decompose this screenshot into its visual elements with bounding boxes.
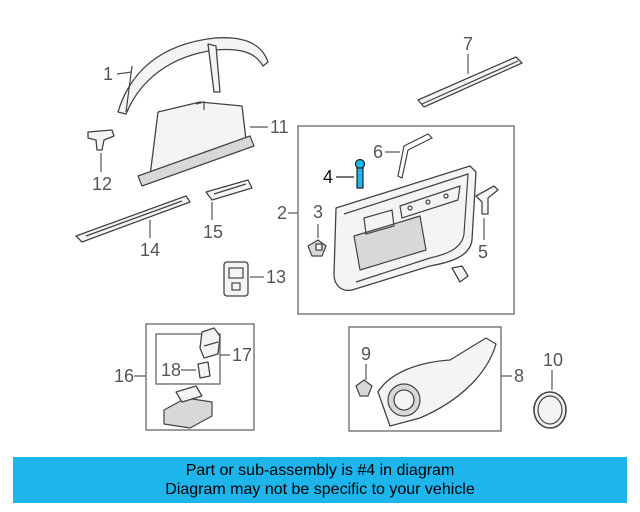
group-box-2 [297,125,515,315]
door-trim-panel [333,165,477,292]
svg-text:9: 9 [361,344,371,364]
svg-text:17: 17 [232,345,252,365]
part-10-ring [533,391,567,429]
banner-line-2: Diagram may not be specific to your vehi… [165,481,475,498]
part-3-fastener [307,239,327,257]
part-12-clip [87,129,115,151]
part-11-sunshade [137,101,255,187]
part-4-highlighted [354,158,366,189]
callout-17: 17 [220,345,252,365]
panel-screw [451,265,469,283]
group-box-16 [145,323,255,431]
callout-1: 1 [103,64,133,84]
svg-text:14: 14 [140,240,160,260]
callout-8: 8 [501,366,524,386]
svg-text:1: 1 [103,64,113,84]
callout-16: 16 [114,366,146,386]
callout-18: 18 [161,360,196,380]
svg-text:6: 6 [373,142,383,162]
callout-6: 6 [373,142,400,162]
info-banner: Part or sub-assembly is #4 in diagram Di… [13,457,627,503]
callout-11: 11 [250,117,289,137]
svg-text:4: 4 [323,167,333,187]
part-14-sill-trim [75,195,191,243]
callout-4: 4 [323,167,354,187]
part-16-lamp-housing [163,385,213,429]
callout-7: 7 [463,34,473,74]
part-1-window-moulding [117,37,269,115]
part-7-belt-moulding [417,56,523,108]
svg-text:3: 3 [313,202,323,222]
callout-5: 5 [478,218,488,262]
callout-14: 14 [140,220,160,260]
svg-text:11: 11 [270,117,289,137]
part-13-window-switch [223,261,249,297]
svg-text:16: 16 [114,366,134,386]
callout-12: 12 [92,153,112,194]
callout-9: 9 [361,344,371,380]
part-8-speaker-cover [377,337,497,427]
callout-13: 13 [250,267,286,287]
group-box-8 [348,326,502,432]
svg-text:8: 8 [514,366,524,386]
svg-text:13: 13 [266,267,286,287]
banner-line-1: Part or sub-assembly is #4 in diagram [185,462,455,479]
svg-text:15: 15 [203,222,223,242]
svg-text:5: 5 [478,242,488,262]
svg-text:7: 7 [463,34,473,54]
part-9-fastener [355,379,373,397]
part-6-rod [397,133,434,179]
parts-diagram: 1 7 11 12 14 15 [75,34,567,432]
svg-text:2: 2 [277,203,287,223]
callout-2: 2 [277,203,298,223]
callout-10: 10 [543,350,563,390]
part-18-bulb [197,361,211,379]
part-5-bracket [475,185,499,215]
svg-text:10: 10 [543,350,563,370]
part-15-trim-piece [205,179,253,201]
callout-3: 3 [313,202,323,238]
callout-15: 15 [203,202,223,242]
group-box-17 [155,333,221,385]
svg-text:18: 18 [161,360,181,380]
part-17-bulb-holder [199,327,221,359]
svg-text:12: 12 [92,174,112,194]
